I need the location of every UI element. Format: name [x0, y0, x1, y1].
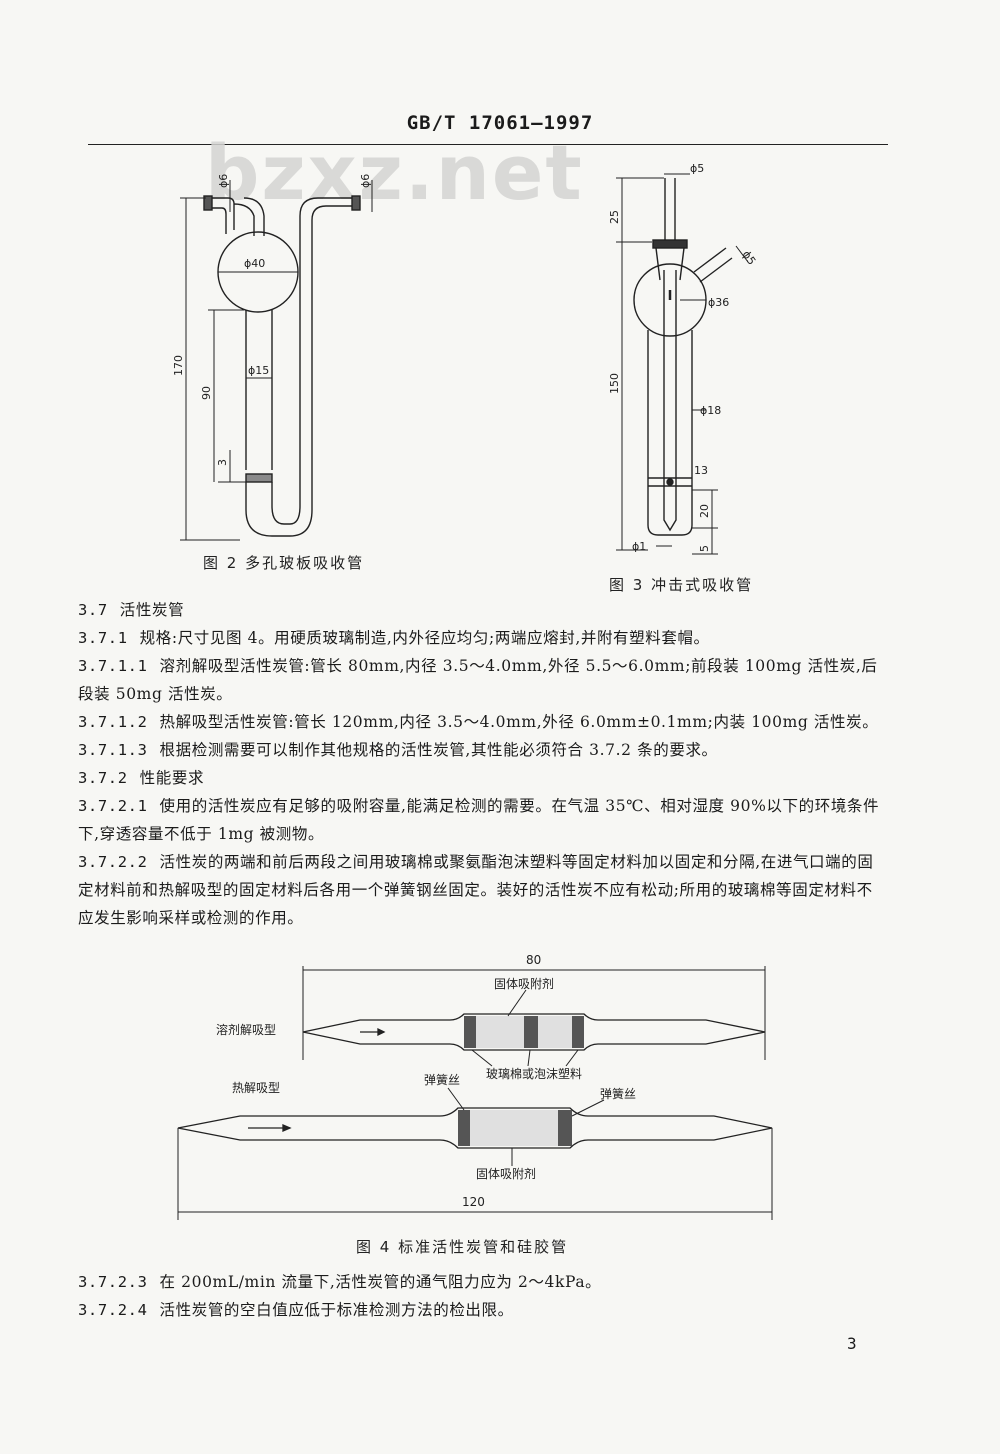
- fig4-caption: 图 4 标准活性炭管和硅胶管: [356, 1238, 568, 1256]
- page-number: 3: [847, 1334, 857, 1353]
- fig2-dim-d6-right: ϕ6: [359, 174, 372, 188]
- fig2-dim-h170: 170: [172, 355, 185, 376]
- fig3-dim-h150: 150: [608, 373, 621, 394]
- figure-4: 80 固体吸附剂 溶剂解吸型 热解吸型 弹簧丝 玻璃棉或泡沫塑料 弹簧丝 固体吸…: [177, 953, 773, 1256]
- fig3-dim-d18: ϕ18: [700, 404, 721, 417]
- fig4-spring-right: 弹簧丝: [600, 1086, 636, 1101]
- fig4-length-120: 120: [462, 1195, 485, 1209]
- fig2-dim-h90: 90: [200, 386, 213, 400]
- fig3-dim-h25: 25: [608, 210, 621, 224]
- fig4-spring-left: 弹簧丝: [424, 1072, 460, 1087]
- figure-3-drawing: [616, 173, 749, 555]
- fig4-solid-adsorbent-bottom: 固体吸附剂: [476, 1166, 536, 1181]
- fig3-dim-d1: ϕ1: [632, 540, 646, 553]
- header-rule: [88, 144, 888, 145]
- fig4-thermal-type-label: 热解吸型: [232, 1081, 280, 1095]
- fig2-dim-d40: ϕ40: [244, 257, 265, 270]
- fig4-solid-adsorbent-top: 固体吸附剂: [494, 976, 554, 991]
- fig2-dim-h3: 3: [216, 459, 229, 466]
- fig4-length-80: 80: [526, 953, 541, 967]
- fig3-dim-d36: ϕ36: [708, 296, 729, 309]
- fig3-dim-d5-side: ϕ5: [740, 248, 759, 267]
- fig2-dim-d6-left: ϕ6: [217, 174, 230, 188]
- standard-number: GB/T 17061—1997: [406, 112, 594, 134]
- fig3-dim-h5: 5: [698, 545, 711, 552]
- fig3-dim-h20: 20: [698, 504, 711, 518]
- fig3-dim-h13: 13: [694, 464, 708, 477]
- figure-2-drawing: [180, 180, 373, 541]
- fig2-dim-d15: ϕ15: [248, 364, 269, 377]
- fig4-glass-wool: 玻璃棉或泡沫塑料: [486, 1066, 582, 1081]
- fig2-caption: 图 2 多孔玻板吸收管: [203, 554, 364, 572]
- watermark: bzxz.net: [205, 128, 584, 217]
- fig4-solvent-type-label: 溶剂解吸型: [216, 1022, 276, 1037]
- fig3-caption: 图 3 冲击式吸收管: [609, 576, 753, 594]
- fig3-dim-d5-top: ϕ5: [690, 162, 704, 175]
- figures-2-3: ϕ6 ϕ6 ϕ40 ϕ15 170 90 3 图 2 多孔玻板吸收管: [172, 162, 759, 594]
